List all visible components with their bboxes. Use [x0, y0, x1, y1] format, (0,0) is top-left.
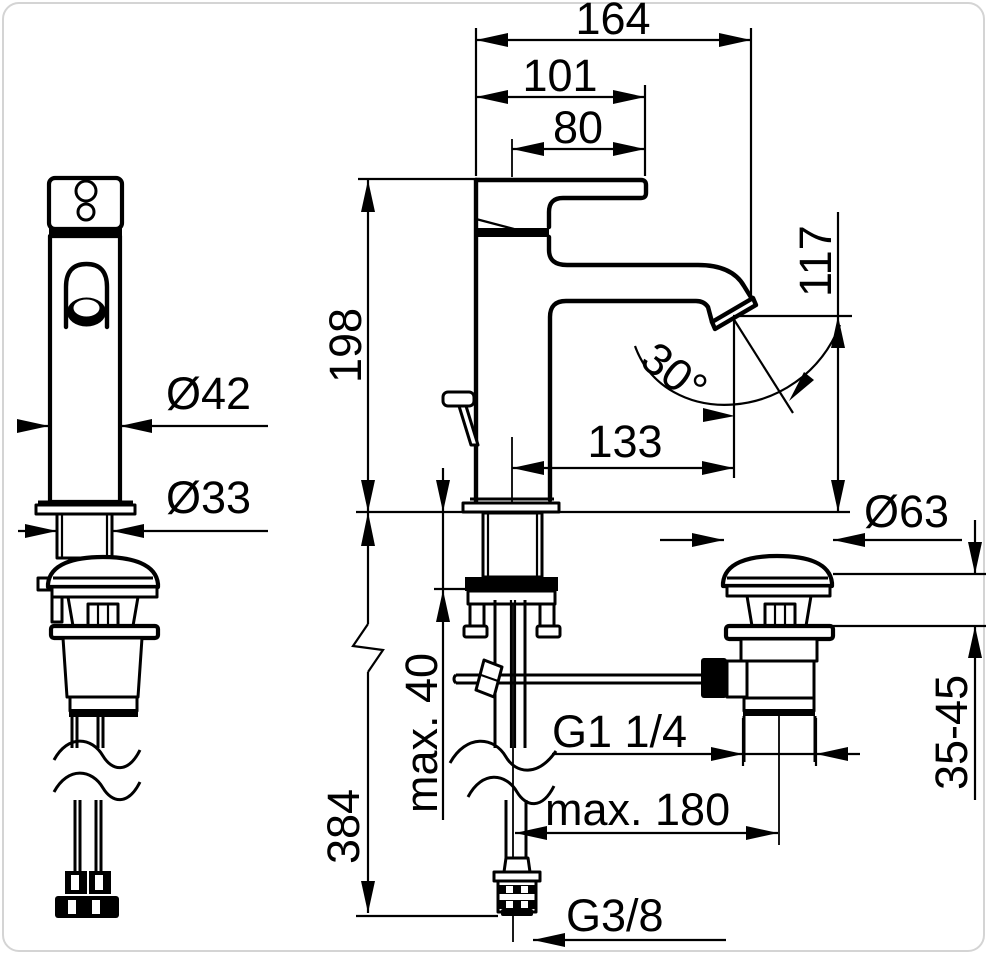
pop-up-lift-knob	[441, 390, 476, 408]
dim-spout-height: 117	[790, 225, 841, 297]
dim-shank-diameter: Ø33	[166, 472, 251, 523]
mounting-washer	[465, 577, 558, 591]
front-view-drain	[36, 554, 161, 748]
hose-connector	[502, 856, 532, 874]
dim-body-height: 198	[320, 308, 371, 383]
spout-outlet-arch	[63, 261, 110, 330]
dim-deck-thickness: max. 40	[396, 653, 447, 813]
dimension-lines	[17, 28, 986, 947]
dim-body-diameter: Ø42	[166, 368, 251, 419]
dim-clamp-range: 35-45	[926, 675, 977, 790]
pop-up-plug-cap	[45, 554, 161, 590]
spout-top	[546, 234, 755, 302]
pop-up-plug-cap	[720, 553, 835, 589]
pipe-break-symbol	[466, 775, 556, 806]
pipe-break-symbol	[448, 739, 558, 772]
dimension-labels: 164 101 80 198 117 30° 133 Ø42 Ø33 Ø63 m…	[166, 0, 977, 941]
dim-flange-diameter: Ø63	[864, 486, 949, 537]
front-view-hoses	[52, 739, 142, 918]
pipe-break-symbol	[52, 739, 142, 770]
dim-handle-offset: 80	[553, 102, 603, 153]
side-view-drain	[701, 553, 836, 845]
dim-total-width: 164	[575, 0, 650, 44]
dim-drain-thread: G1 1/4	[552, 706, 687, 757]
dim-below-deck-length: 384	[318, 789, 369, 864]
pipe-break-symbol	[52, 771, 142, 802]
dim-hose-thread: G3/8	[566, 890, 664, 941]
spout-underside	[547, 298, 715, 503]
front-view-faucet	[34, 175, 137, 560]
dim-handle-length: 101	[522, 50, 597, 101]
dim-rod-reach: max. 180	[545, 784, 730, 835]
lever-handle	[473, 177, 649, 230]
side-port-knob	[701, 658, 727, 698]
side-view-below-deck	[448, 511, 701, 942]
dim-spout-angle: 30°	[632, 332, 717, 414]
dim-spout-reach: 133	[587, 416, 662, 467]
